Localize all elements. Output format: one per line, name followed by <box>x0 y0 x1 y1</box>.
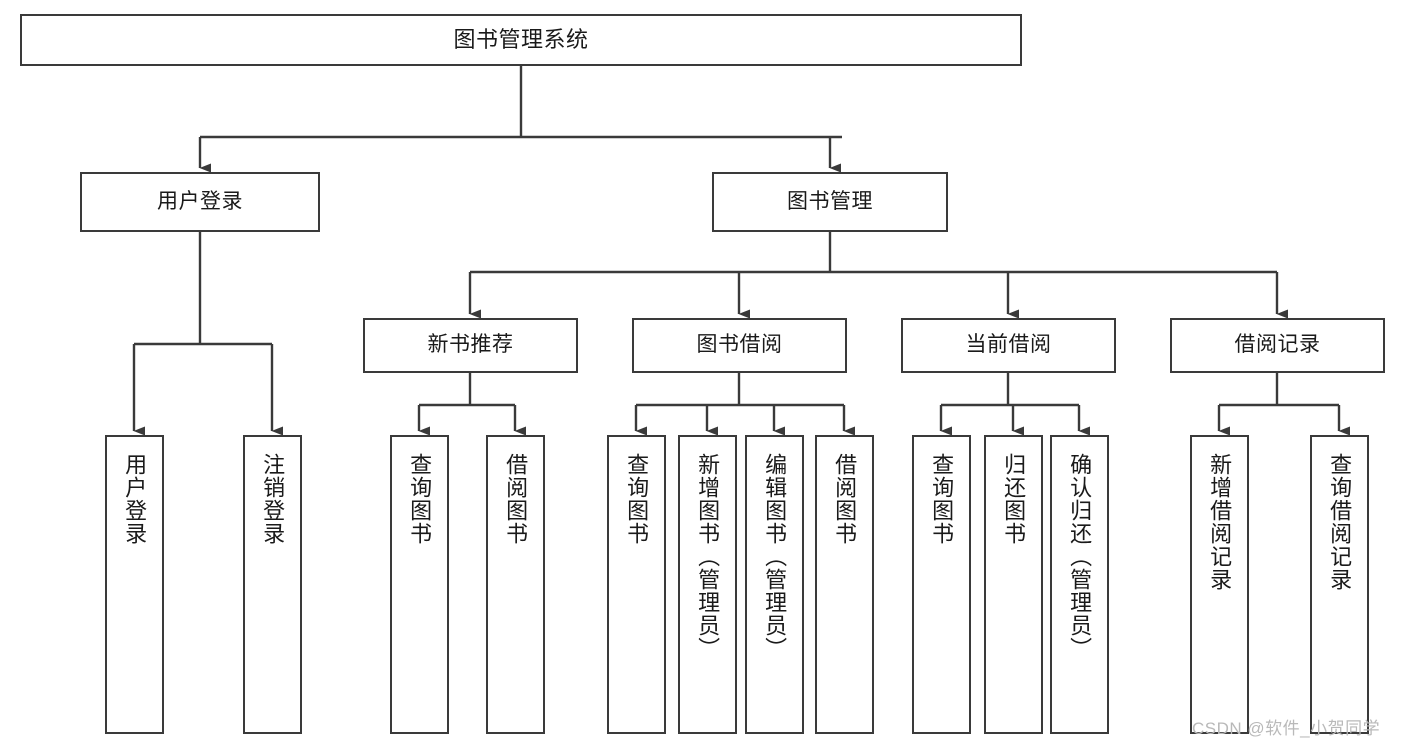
leaf-node[interactable]: 借阅图书 <box>486 435 545 734</box>
node-book-management[interactable]: 图书管理 <box>712 172 948 232</box>
node-borrow-record[interactable]: 借阅记录 <box>1170 318 1385 373</box>
node-label: 查询图书 <box>929 453 955 545</box>
leaf-node[interactable]: 新增借阅记录 <box>1190 435 1249 734</box>
leaf-node[interactable]: 查询图书 <box>607 435 666 734</box>
node-label: 图书管理系统 <box>453 27 589 53</box>
node-new-book-recommend[interactable]: 新书推荐 <box>363 318 578 373</box>
node-label: 借阅图书 <box>503 453 529 545</box>
node-label: 新增借阅记录 <box>1207 453 1233 591</box>
node-label: 编辑图书（管理员） <box>762 453 788 660</box>
leaf-node[interactable]: 查询图书 <box>390 435 449 734</box>
leaf-node[interactable]: 新增图书（管理员） <box>678 435 737 734</box>
leaf-node[interactable]: 编辑图书（管理员） <box>745 435 804 734</box>
leaf-node[interactable]: 用户登录 <box>105 435 164 734</box>
node-label: 注销登录 <box>260 453 286 545</box>
node-label: 新书推荐 <box>427 333 514 357</box>
node-label: 确认归还（管理员） <box>1067 453 1093 660</box>
leaf-node[interactable]: 注销登录 <box>243 435 302 734</box>
node-current-borrow[interactable]: 当前借阅 <box>901 318 1116 373</box>
node-label: 图书管理 <box>787 189 873 213</box>
node-label: 当前借阅 <box>965 333 1052 357</box>
node-label: 查询图书 <box>407 453 433 545</box>
node-label: 查询图书 <box>624 453 650 545</box>
node-label: 借阅图书 <box>832 453 858 545</box>
leaf-node[interactable]: 确认归还（管理员） <box>1050 435 1109 734</box>
node-label: 用户登录 <box>157 189 243 213</box>
leaf-node[interactable]: 查询图书 <box>912 435 971 734</box>
node-label: 归还图书 <box>1001 453 1027 545</box>
leaf-node[interactable]: 借阅图书 <box>815 435 874 734</box>
node-label: 用户登录 <box>122 453 148 545</box>
node-label: 新增图书（管理员） <box>695 453 721 660</box>
node-label: 图书借阅 <box>696 333 783 357</box>
node-label: 查询借阅记录 <box>1327 453 1353 591</box>
node-label: 借阅记录 <box>1234 333 1321 357</box>
node-user-login[interactable]: 用户登录 <box>80 172 320 232</box>
leaf-node[interactable]: 归还图书 <box>984 435 1043 734</box>
leaf-node[interactable]: 查询借阅记录 <box>1310 435 1369 734</box>
node-book-borrow[interactable]: 图书借阅 <box>632 318 847 373</box>
node-root-system[interactable]: 图书管理系统 <box>20 14 1022 66</box>
